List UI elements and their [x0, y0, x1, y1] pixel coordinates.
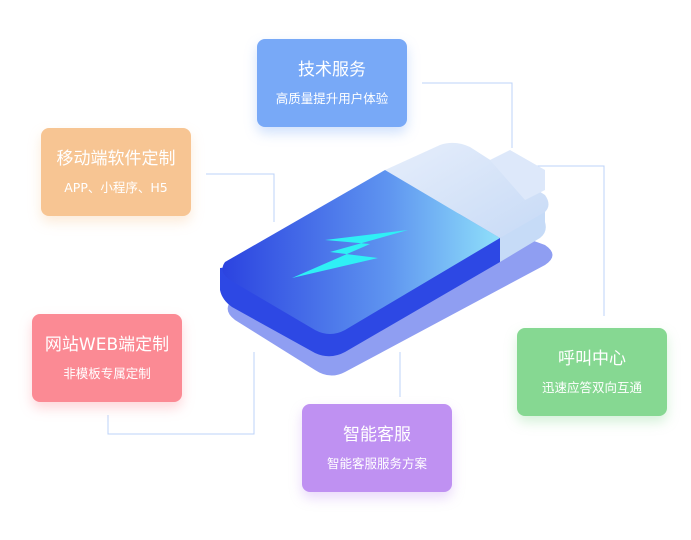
card-mobile-software[interactable]: 移动端软件定制 APP、小程序、H5: [41, 128, 191, 216]
card-title: 智能客服: [343, 425, 411, 445]
connector-web: [107, 352, 255, 435]
card-subtitle: 非模板专属定制: [63, 366, 151, 381]
connector-tech: [422, 82, 513, 148]
connector-call: [528, 165, 605, 316]
battery-empty-section: [385, 142, 549, 238]
lightning-bolt-icon: [292, 230, 408, 278]
card-subtitle: 迅速应答双向互通: [541, 380, 642, 395]
card-smart-service[interactable]: 智能客服 智能客服服务方案: [302, 404, 452, 492]
card-tech-service[interactable]: 技术服务 高质量提升用户体验: [257, 39, 407, 127]
card-web-custom[interactable]: 网站WEB端定制 非模板专属定制: [32, 314, 182, 402]
battery-charged-section: [222, 170, 500, 334]
card-call-center[interactable]: 呼叫中心 迅速应答双向互通: [517, 328, 667, 416]
card-title: 呼叫中心: [558, 349, 626, 369]
connector-mobile: [206, 173, 275, 222]
battery-terminal-cap: [490, 150, 545, 200]
card-subtitle: APP、小程序、H5: [64, 180, 168, 195]
battery-cap-side: [500, 205, 546, 262]
card-title: 移动端软件定制: [56, 149, 176, 169]
card-subtitle: 智能客服服务方案: [326, 456, 427, 471]
card-subtitle: 高质量提升用户体验: [275, 91, 389, 106]
card-title: 网站WEB端定制: [44, 335, 170, 355]
card-title: 技术服务: [298, 60, 366, 80]
